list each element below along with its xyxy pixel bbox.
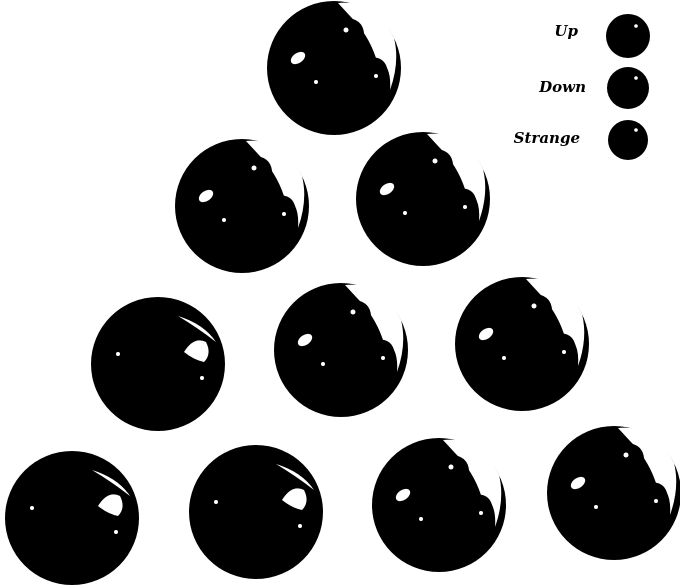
baryon-ball — [274, 283, 408, 417]
legend-swatch-down — [607, 67, 649, 109]
baryon-ball — [455, 277, 589, 411]
legend-label-strange: Strange — [514, 129, 580, 147]
legend-swatch-strange — [608, 120, 648, 160]
baryon-ball — [356, 132, 490, 266]
baryon-ball — [372, 438, 506, 572]
baryon-ball — [91, 297, 225, 431]
baryon-ball — [189, 445, 323, 579]
legend-label-up: Up — [554, 22, 578, 40]
baryon-ball — [267, 1, 401, 135]
baryon-ball — [547, 426, 680, 560]
legend-swatches — [606, 14, 650, 160]
legend: Up Down Strange — [514, 22, 586, 147]
baryon-ball — [5, 451, 139, 585]
legend-swatch-up — [606, 14, 650, 58]
baryon-ball — [175, 139, 309, 273]
legend-label-down: Down — [538, 78, 586, 96]
